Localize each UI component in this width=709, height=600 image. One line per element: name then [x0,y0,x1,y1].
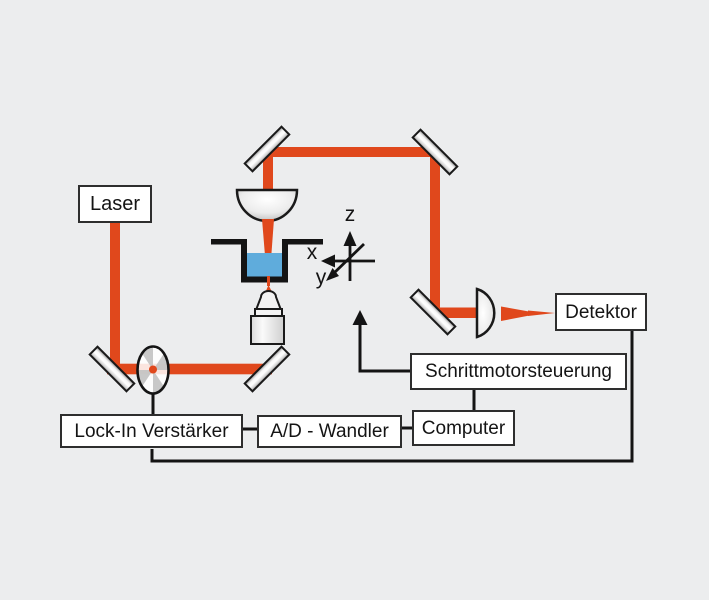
z-axis-arrowhead-icon [343,231,357,246]
beam-through-cuvette-bottom [267,276,270,286]
chopper-sectors [137,346,169,394]
cuvette-with-liquid [211,239,323,286]
mirror-top-left [243,125,291,173]
y-axis-line [332,242,365,276]
microscope-objective [250,285,285,345]
laser-beam-path [107,147,555,375]
chopper-rim [136,345,170,395]
cuvette-holder [211,239,323,283]
z-axis-label: z [344,203,356,226]
xyz-axes [332,242,375,281]
holder-right-bar [284,239,323,245]
cuvette-right-wall [282,239,288,280]
y-axis-label: y [315,266,327,289]
mirrors [88,125,459,393]
wire-stepper-to-stage-arrow [358,322,410,373]
computer-box: Computer [412,410,515,446]
x-axis-arrowhead-icon [321,254,335,268]
mirror-bottom-center [243,345,291,393]
beam-laser-down [110,222,120,372]
y-axis-arrowhead-icon [326,268,339,281]
hemispherical-lens [235,188,299,223]
laser-box: Laser [78,185,152,223]
beam-tip-at-detector [528,310,555,316]
beam-to-lens [431,307,478,318]
up-arrow-icon [352,310,368,325]
mirror-top-right [411,128,459,176]
objective-cone [254,290,283,311]
wiring-lines [150,322,634,463]
cuvette-liquid [247,253,282,277]
mirror-bottom-left [88,345,136,393]
beam-above-dome [263,150,273,192]
beam-right-vertical [430,151,440,312]
chopper-wheel [136,345,170,395]
cuvette-bottom [241,276,288,283]
beam-spot-on-chopper [149,365,157,374]
beam-top-horizontal [266,147,436,157]
beam-focus-into-cuvette [262,219,274,280]
half-ball-lens [475,287,496,339]
x-axis-label: x [306,241,318,264]
detector-box: Detektor [555,293,647,331]
beam-bottom-horizontal [107,363,272,375]
cuvette-left-wall [241,239,247,280]
ad-converter-box: A/D - Wandler [257,415,402,448]
lockin-amplifier-box: Lock-In Verstärker [60,414,243,448]
stepper-motor-control-box: Schrittmotorsteuerung [410,353,627,390]
beam-focusing-to-detector [501,306,540,321]
holder-left-bar [211,239,246,245]
mirror-bottom-right [409,288,457,336]
objective-body [250,315,285,345]
wire-detector-to-lockin [150,330,634,463]
